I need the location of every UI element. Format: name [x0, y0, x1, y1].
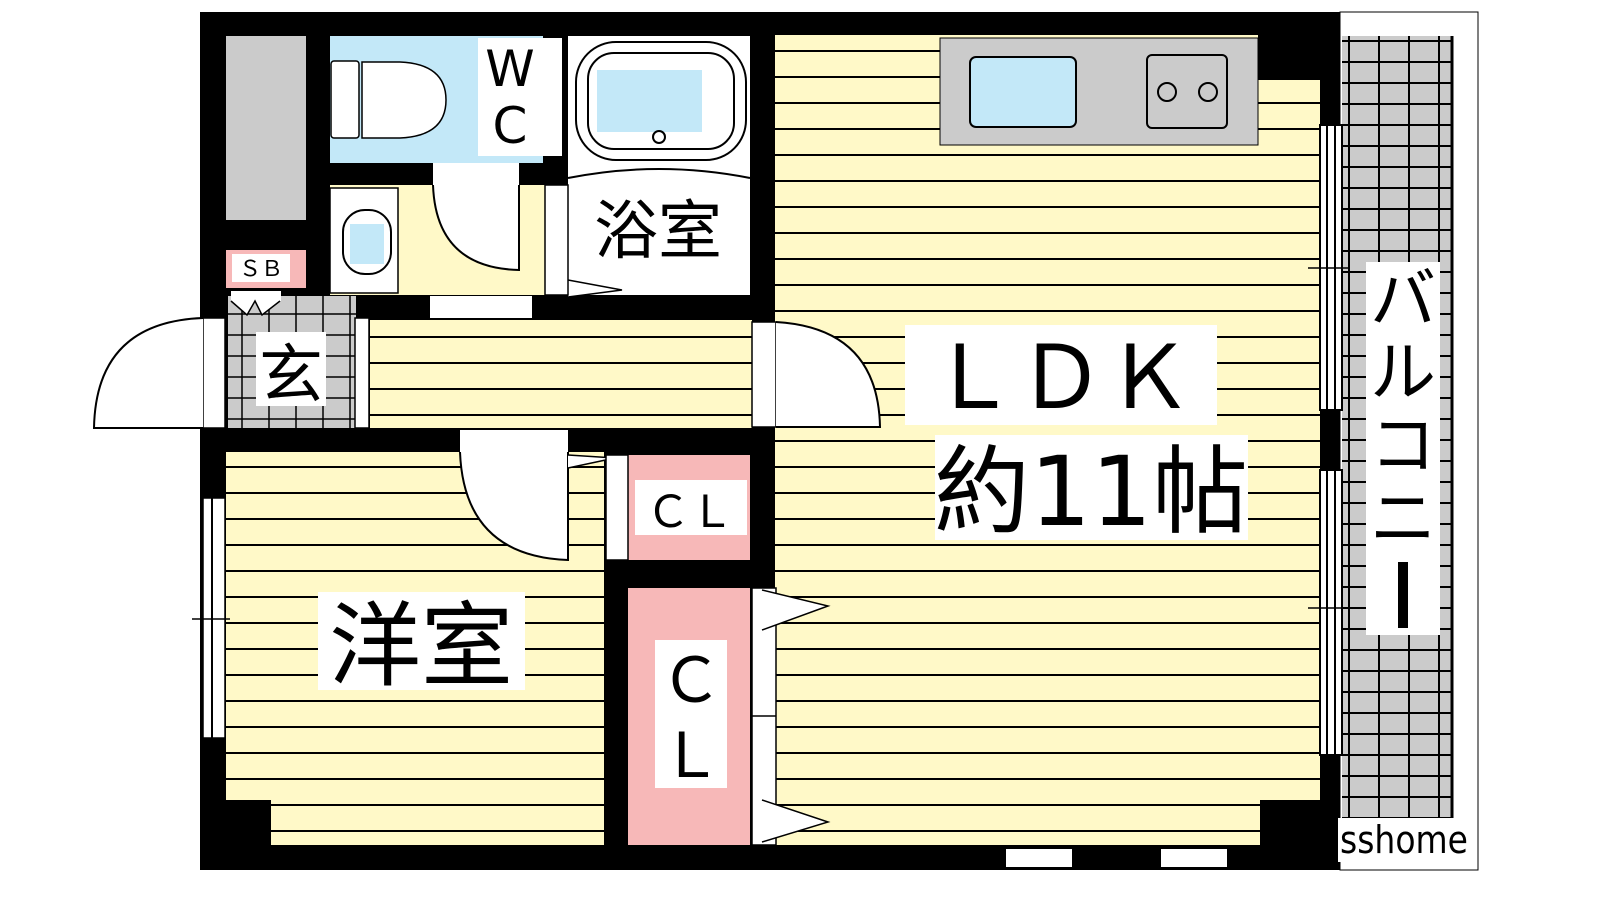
door-swing: [432, 184, 520, 272]
balcony-label: ル: [1370, 334, 1436, 411]
wc-label: W: [485, 40, 534, 98]
burner-icon: [1157, 82, 1177, 102]
shoe-box-label: ＳＢ: [239, 257, 283, 282]
kitchen-sink: [969, 56, 1077, 128]
ldk-label: ＬＤＫ: [929, 326, 1193, 429]
ldk-door: [775, 321, 882, 428]
wc-label: C: [493, 97, 528, 155]
closet-label: Ｌ: [660, 719, 722, 792]
western-room-label: 洋室: [329, 593, 513, 700]
toilet-icon: [361, 61, 447, 139]
ldk-size-label: 約11帖: [934, 436, 1248, 548]
entrance: [92, 291, 370, 429]
balcony-label-bar: [1398, 562, 1408, 628]
storage: [226, 36, 306, 220]
entrance-label: 玄: [259, 339, 323, 413]
closet-label: ＣＬ: [646, 487, 734, 538]
balcony: [1339, 11, 1479, 871]
hallway-floor: [370, 320, 752, 428]
bathroom: [567, 36, 751, 298]
closet-label: Ｃ: [660, 644, 722, 717]
bath-label: 浴室: [594, 195, 722, 269]
stove: [1146, 54, 1228, 129]
balcony-label: バ: [1370, 261, 1436, 338]
balcony-label: ニ: [1370, 480, 1436, 557]
window: [1004, 847, 1074, 869]
balcony-label: コ: [1370, 407, 1436, 484]
wc-room: [330, 36, 562, 163]
window: [1159, 847, 1229, 869]
washroom: [329, 163, 569, 318]
window: [1308, 124, 1350, 756]
burner-icon: [1198, 82, 1218, 102]
entrance-door: [92, 317, 204, 429]
watermark: sshome: [1340, 818, 1468, 862]
kitchen-counter: [939, 37, 1259, 146]
